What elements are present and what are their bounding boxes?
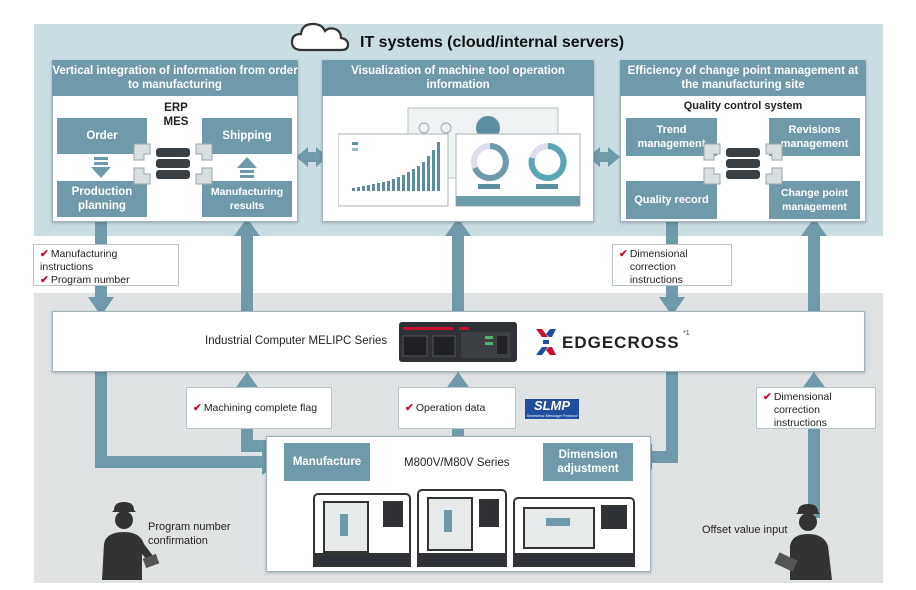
note-text: Dimensional correction instructions — [629, 248, 688, 286]
arrow-down-icon — [91, 157, 111, 178]
database-icon — [133, 143, 213, 185]
note-text: Operation data — [415, 401, 486, 414]
arrow-up-icon — [237, 157, 257, 178]
edgecross-footnote: *1 — [683, 330, 690, 337]
edgecross-logo-icon — [536, 329, 556, 355]
note-text: Machining complete flag — [203, 401, 318, 414]
check-icon: ✔ — [40, 274, 49, 286]
melipc-device-icon — [399, 322, 517, 362]
erp-mes-label: ERP MES — [163, 102, 189, 128]
dashboard-illustration: 60% 71% — [338, 107, 581, 207]
visualization-header: Visualization of machine tool operation … — [322, 60, 594, 96]
arrow-down-left — [88, 297, 114, 316]
quality-panel-header: Efficiency of change point management at… — [620, 60, 866, 96]
check-icon: ✔ — [193, 401, 202, 414]
slmp-logo: SLMP Seamless Message Protocol — [525, 399, 579, 419]
quality-control-system-label: Quality control system — [683, 100, 803, 112]
note-machining-complete-flag: ✔Machining complete flag — [186, 387, 332, 429]
melipc-label: Industrial Computer MELIPC Series — [205, 335, 388, 347]
check-icon: ✔ — [619, 248, 628, 260]
trend-management-box: Trend management — [626, 118, 717, 156]
shipping-box: Shipping — [202, 118, 292, 154]
dimension-adjustment-box: Dimension adjustment — [543, 443, 633, 481]
manufacture-box: Manufacture — [284, 443, 370, 481]
operator-right-icon — [774, 504, 832, 580]
gauge-left-label: 60% — [483, 160, 497, 167]
edgecross-label: EDGECROSS — [562, 333, 680, 352]
revisions-management-box: Revisions management — [769, 118, 860, 156]
note-manufacturing-instructions: ✔Manufacturing instructions ✔Program num… — [33, 244, 179, 286]
database-icon — [703, 143, 783, 185]
note-text: Program number — [50, 274, 130, 286]
note-dimensional-correction-top: ✔Dimensional correction instructions — [612, 244, 732, 286]
check-icon: ✔ — [40, 248, 49, 260]
note-text: Dimensional correction instructions — [773, 391, 832, 429]
machine-tools-illustration — [313, 489, 635, 567]
erp-panel-header: Vertical integration of information from… — [52, 60, 298, 96]
change-point-management-box: Change point management — [769, 181, 860, 219]
operator-left-icon — [102, 502, 160, 580]
cnc-series-label: M800V/M80V Series — [404, 457, 510, 469]
gauge-right-label: 71% — [541, 160, 555, 167]
slmp-logo-text: SLMP — [533, 398, 571, 413]
note-operation-data: ✔Operation data — [398, 387, 516, 429]
manufacturing-results-box: Manufacturing results — [202, 181, 292, 217]
slmp-tagline: Seamless Message Protocol — [526, 413, 578, 418]
check-icon: ✔ — [763, 391, 772, 403]
cloud-icon — [290, 22, 350, 52]
right-person-caption: Offset value input — [702, 524, 788, 536]
order-box: Order — [57, 118, 147, 154]
left-person-caption: Program number confirmation — [148, 521, 231, 547]
production-planning-box: Production planning — [57, 181, 147, 217]
note-dimensional-correction-bottom: ✔Dimensional correction instructions — [756, 387, 876, 429]
quality-record-box: Quality record — [626, 181, 717, 219]
note-text: Manufacturing instructions — [40, 248, 118, 273]
check-icon: ✔ — [405, 401, 414, 414]
page-title: IT systems (cloud/internal servers) — [360, 34, 625, 51]
